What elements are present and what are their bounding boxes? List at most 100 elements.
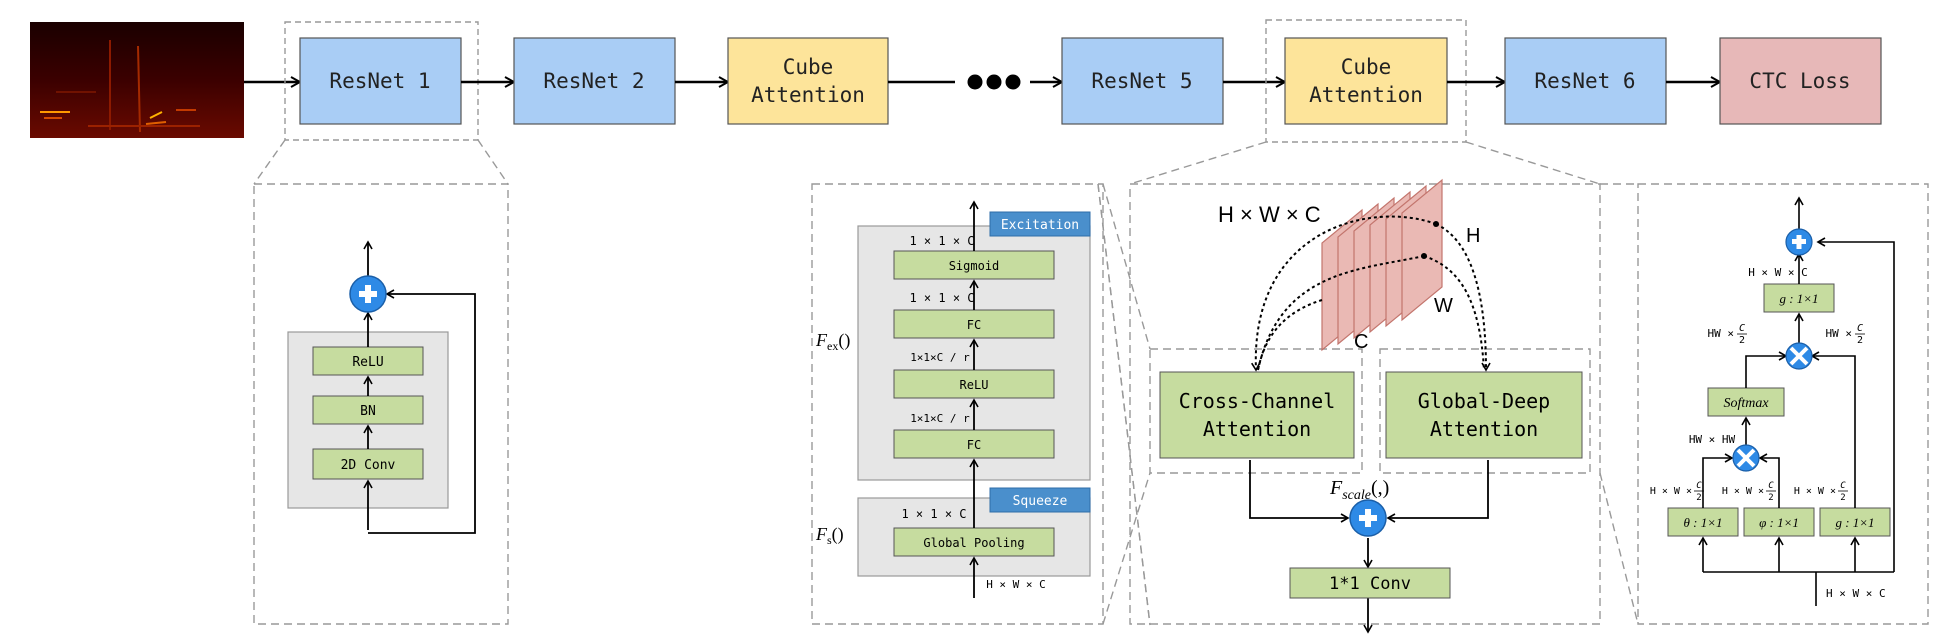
svg-text:ResNet 1: ResNet 1 <box>329 69 430 93</box>
cube-h-label: H <box>1466 225 1480 247</box>
nonlocal-panel <box>1637 183 1929 625</box>
svg-text:θ : 1×1: θ : 1×1 <box>1684 515 1723 530</box>
resnet5-block: ResNet 5 <box>1061 37 1224 125</box>
se-dim-squeeze: 1 × 1 × C <box>901 507 966 521</box>
svg-text:Softmax: Softmax <box>1723 396 1769 411</box>
svg-text:Attention: Attention <box>1430 417 1538 441</box>
resblock-panel <box>253 183 509 625</box>
nonlocal-add-icon <box>1785 228 1813 256</box>
se-dim-mid: 1 × 1 × C <box>909 291 974 305</box>
nonlocal-g-top-block: g : 1×1 <box>1763 283 1835 313</box>
nonlocal-g-bottom-block: g : 1×1 <box>1819 507 1891 537</box>
svg-text:2: 2 <box>1768 493 1773 503</box>
svg-text:C: C <box>1857 323 1863 334</box>
svg-text:Squeeze: Squeeze <box>1013 494 1068 509</box>
svg-text:Global-Deep: Global-Deep <box>1418 389 1550 413</box>
cube-c-label: C <box>1354 331 1368 353</box>
svg-text:Fs(): Fs() <box>815 524 844 547</box>
global-deep-attention-block: Global-Deep Attention <box>1385 371 1583 459</box>
zoom-connectors <box>253 139 1601 626</box>
se-fc-bottom-layer: FC <box>893 429 1055 459</box>
cube-dashed-curves <box>1251 215 1491 372</box>
svg-text:H × W ×: H × W × <box>1650 486 1692 497</box>
svg-text:2: 2 <box>1696 493 1701 503</box>
cube-attention-block-1: Cube Attention <box>727 37 889 125</box>
ctc-loss-block: CTC Loss <box>1719 37 1882 125</box>
nonlocal-dim-hwc-bottom: H × W × C <box>1826 587 1886 600</box>
f-s-label: Fs() <box>815 524 844 547</box>
conv-1x1-block: 1*1 Conv <box>1289 567 1451 599</box>
svg-text:Attention: Attention <box>1309 83 1423 107</box>
nonlocal-dim-right-frac: HW × C 2 <box>1826 323 1865 346</box>
se-to-cube-connector-top <box>1102 183 1151 350</box>
nonlocal-phi-block: φ : 1×1 <box>1743 507 1815 537</box>
resblock-conv-layer: 2D Conv <box>312 448 424 480</box>
cross-channel-attention-block: Cross-Channel Attention <box>1159 371 1355 459</box>
svg-text:2: 2 <box>1739 335 1745 346</box>
svg-text:ReLU: ReLU <box>352 355 383 370</box>
resblock-relu-layer: ReLU <box>312 346 424 376</box>
nonlocal-dim-g: H × W × C 2 <box>1794 481 1848 503</box>
svg-text:Cube: Cube <box>783 55 834 79</box>
nonlocal-theta-block: θ : 1×1 <box>1667 507 1739 537</box>
svg-text:HW ×: HW × <box>1708 327 1735 340</box>
se-sigmoid-layer: Sigmoid <box>893 250 1055 280</box>
ellipsis-dots <box>967 74 1021 90</box>
cross-channel-frame <box>1149 348 1363 474</box>
se-dim-cr-2: 1×1×C / r <box>910 412 970 425</box>
resblock-arrows <box>363 240 476 534</box>
se-fc-top-layer: FC <box>893 309 1055 339</box>
nonlocal-softmax-block: Softmax <box>1707 387 1785 417</box>
f-ex-label: Fex() <box>815 330 850 353</box>
svg-text:φ : 1×1: φ : 1×1 <box>1759 515 1799 530</box>
cube-attention-panel <box>1129 183 1601 625</box>
se-panel <box>811 183 1104 625</box>
se-to-cube-connector-bottom <box>1102 472 1151 625</box>
svg-text:BN: BN <box>360 404 376 419</box>
svg-text:2D Conv: 2D Conv <box>341 458 396 473</box>
svg-text:g : 1×1: g : 1×1 <box>1779 291 1818 306</box>
squeeze-badge: Squeeze <box>989 487 1091 513</box>
se-dim-cr-1: 1×1×C / r <box>910 351 970 364</box>
se-relu-layer: ReLU <box>893 369 1055 399</box>
svg-text:CTC Loss: CTC Loss <box>1749 69 1850 93</box>
svg-text:ReLU: ReLU <box>960 378 989 392</box>
nonlocal-multiply-icon-bottom <box>1732 444 1760 472</box>
nonlocal-dim-hwc-top: H × W × C <box>1748 266 1808 279</box>
svg-text:Fex(): Fex() <box>815 330 850 353</box>
resblock-add-icon <box>349 275 387 313</box>
spectrogram-image <box>30 22 244 138</box>
nonlocal-dim-left-frac: HW × C 2 <box>1708 323 1747 346</box>
svg-text:H × W ×: H × W × <box>1722 486 1764 497</box>
svg-text:FC: FC <box>967 438 981 452</box>
svg-text:C: C <box>1840 481 1846 491</box>
svg-text:ResNet 6: ResNet 6 <box>1534 69 1635 93</box>
resnet2-block: ResNet 2 <box>513 37 676 125</box>
svg-text:Attention: Attention <box>751 83 865 107</box>
nonlocal-dim-hwxhw: HW × HW <box>1689 433 1736 446</box>
svg-text:Cube: Cube <box>1341 55 1392 79</box>
cube-merge-arrows <box>1249 460 1489 634</box>
resnet1-block: ResNet 1 <box>299 37 462 125</box>
f-scale-label: Fscale(,) <box>1329 477 1389 503</box>
svg-text:Attention: Attention <box>1203 417 1311 441</box>
cube-add-icon <box>1349 499 1387 537</box>
feature-cube <box>1321 178 1443 352</box>
svg-text:HW ×: HW × <box>1826 327 1853 340</box>
svg-text:Fscale(,): Fscale(,) <box>1329 477 1389 503</box>
resblock-bn-layer: BN <box>312 395 424 425</box>
cube-w-label: W <box>1434 295 1453 317</box>
svg-text:ResNet 2: ResNet 2 <box>543 69 644 93</box>
se-global-pooling-layer: Global Pooling <box>893 527 1055 557</box>
cube-dims-label: H × W × C <box>1218 202 1321 227</box>
svg-text:C: C <box>1768 481 1774 491</box>
resnet6-block: ResNet 6 <box>1504 37 1667 125</box>
se-dim-top: 1 × 1 × C <box>909 234 974 248</box>
svg-text:2: 2 <box>1840 493 1845 503</box>
excitation-badge: Excitation <box>989 211 1091 237</box>
nonlocal-multiply-icon-top <box>1785 342 1813 370</box>
cube-attention-block-2: Cube Attention <box>1284 37 1448 125</box>
cube-to-nonlocal-connector-bottom <box>1599 472 1639 625</box>
svg-text:Sigmoid: Sigmoid <box>949 259 1000 273</box>
